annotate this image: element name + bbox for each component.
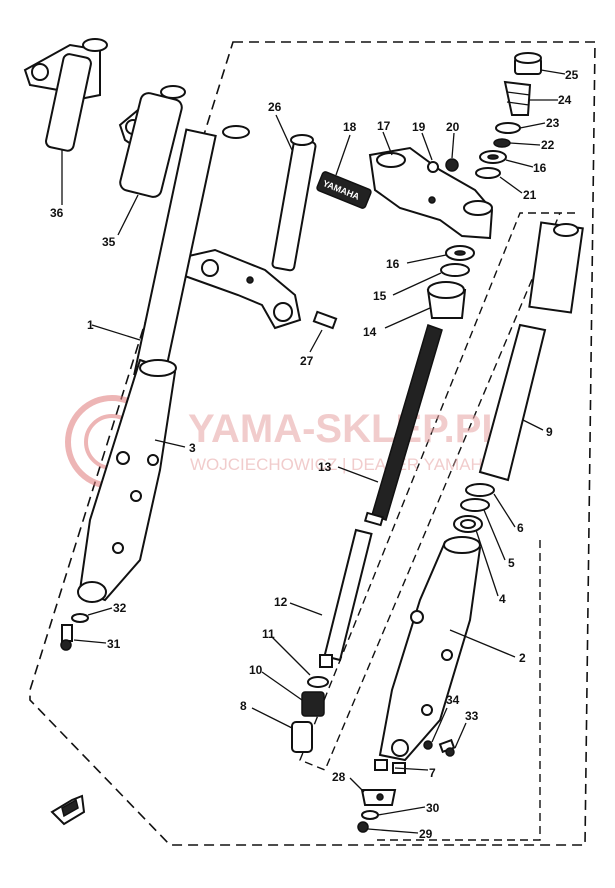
callout-20: 20: [446, 120, 460, 134]
callout-13: 13: [318, 460, 332, 474]
part-36-headlight-bracket: [23, 38, 108, 152]
callout-11: 11: [262, 627, 275, 641]
callout-28: 28: [332, 770, 346, 784]
callout-16-upper: 16: [533, 161, 547, 175]
callout-33: 33: [465, 709, 479, 723]
part-13-fork-spring: [363, 324, 443, 527]
part-10-rebound-spring: [301, 691, 325, 717]
part-23-o-ring: [495, 122, 521, 134]
front-direction-arrow-icon: [50, 794, 86, 826]
callout-26: 26: [268, 100, 282, 114]
callout-16-lower: 16: [386, 257, 400, 271]
callout-32: 32: [113, 601, 127, 615]
callout-34: 34: [446, 693, 460, 707]
part-31-drain-bolt: [60, 624, 73, 651]
part-3-left-outer-tube: [77, 358, 177, 603]
callout-19: 19: [412, 120, 426, 134]
callout-labels: 1 2 3 4 5 6 7 8 9 10 11 12 13 14 15 16 1…: [50, 68, 579, 841]
callout-5: 5: [508, 556, 515, 570]
callout-21: 21: [523, 188, 537, 202]
part-8-oil-lock-piece: [291, 721, 313, 753]
part-26-steering-stem: [271, 134, 317, 272]
callout-29: 29: [419, 827, 433, 841]
part-25-cap: [514, 52, 542, 75]
part-32-washer: [71, 613, 89, 623]
part-21-washer: [475, 167, 501, 179]
callout-18: 18: [343, 120, 357, 134]
part-19-cap: [427, 161, 439, 173]
part-9-dust-seal: [478, 221, 584, 482]
part-35-headlight-bracket: [118, 85, 186, 198]
part-2-right-outer-tube: [378, 536, 482, 762]
part-28-axle-holder: [360, 789, 397, 806]
assembly-boundary: [29, 41, 596, 846]
part-14-cap-bolt: [426, 281, 467, 319]
callout-22: 22: [541, 138, 555, 152]
callout-17: 17: [377, 119, 391, 133]
callout-7: 7: [429, 766, 436, 780]
callout-12: 12: [274, 595, 288, 609]
part-22-washer: [493, 138, 511, 148]
callout-31: 31: [107, 637, 121, 651]
callout-24: 24: [558, 93, 572, 107]
callout-4: 4: [499, 592, 506, 606]
part-18-emblem: YAMAHA: [316, 171, 372, 209]
part-16-lower-washer: [445, 245, 475, 261]
part-29-nut: [357, 821, 369, 833]
part-27-bolt: [312, 310, 338, 330]
part-33-bolt: [438, 738, 456, 757]
callout-23: 23: [546, 116, 560, 130]
part-6-circlip: [465, 483, 495, 497]
callout-36: 36: [50, 206, 64, 220]
part-5-washer: [460, 498, 490, 512]
callout-14: 14: [363, 325, 377, 339]
callout-8: 8: [240, 699, 247, 713]
part-17-upper-bracket: [368, 146, 494, 240]
part-20-cap: [445, 158, 459, 172]
callout-15: 15: [373, 289, 387, 303]
part-7-axle-clamp-bolts: [374, 759, 406, 774]
callout-3: 3: [189, 441, 196, 455]
callout-1: 1: [87, 318, 94, 332]
callout-35: 35: [102, 235, 116, 249]
callout-30: 30: [426, 801, 440, 815]
callout-9: 9: [546, 425, 553, 439]
callout-2: 2: [519, 651, 526, 665]
part-34-washer: [423, 740, 433, 750]
part-12-damper-rod: [319, 528, 373, 668]
part-15-spring-seat: [440, 263, 470, 277]
inner-leg-boundary-right: [375, 540, 541, 841]
callout-6: 6: [517, 521, 524, 535]
inner-leg-boundary: [299, 212, 575, 771]
part-24-cap-bolt: [503, 80, 532, 116]
watermark-tagline: WOJCIECHOWICZ | DEALER YAMAHA: [190, 455, 495, 474]
part-4-oil-seal: [453, 515, 483, 533]
part-16-upper-washer: [479, 150, 507, 164]
lower-bracket: [178, 248, 302, 330]
callout-10: 10: [249, 663, 263, 677]
part-11-ring: [307, 676, 329, 688]
callout-25: 25: [565, 68, 579, 82]
callout-27: 27: [300, 354, 314, 368]
watermark-brand: YAMA-SKLEP.PL: [188, 407, 506, 451]
part-30-washer: [361, 810, 379, 820]
